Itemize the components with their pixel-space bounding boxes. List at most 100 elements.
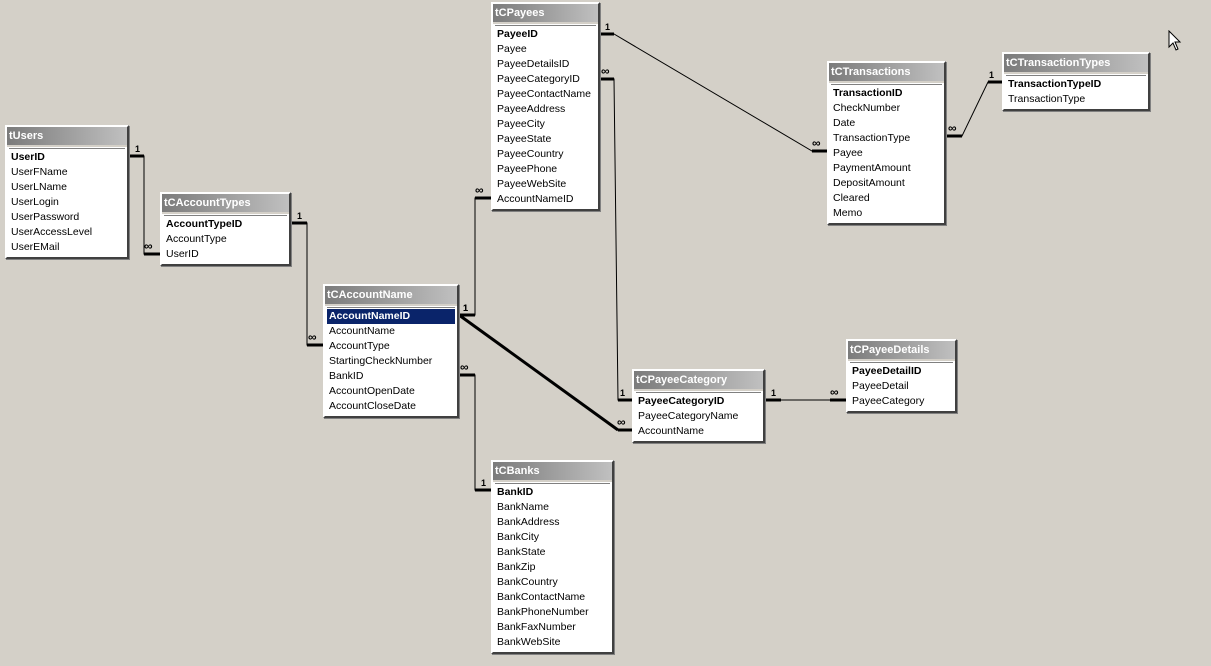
field-item[interactable]: AccountName <box>329 325 395 337</box>
table-title[interactable]: tCTransactionTypes <box>1004 54 1148 74</box>
field-item[interactable]: BankID <box>329 370 364 382</box>
table-title[interactable]: tUsers <box>7 127 127 147</box>
field-item[interactable]: PayeeContactName <box>497 88 591 100</box>
field-list[interactable]: TransactionTypeID TransactionType <box>1006 75 1146 107</box>
field-item[interactable]: PayeeDetailsID <box>497 58 570 70</box>
field-item[interactable]: Memo <box>833 207 863 219</box>
field-item[interactable]: Payee <box>497 43 527 55</box>
field-item[interactable]: Cleared <box>833 192 870 204</box>
field-item[interactable]: Date <box>833 117 856 129</box>
cardinality-one: 1 <box>463 303 468 313</box>
cardinality-one: 1 <box>135 144 140 154</box>
field-item[interactable]: BankState <box>497 546 546 558</box>
cardinality-many: ∞ <box>948 121 957 135</box>
field-item[interactable]: BankAddress <box>497 516 560 528</box>
field-item[interactable]: PayeePhone <box>497 163 558 175</box>
table-title[interactable]: tCAccountTypes <box>162 194 289 214</box>
field-item[interactable]: AccountCloseDate <box>329 400 416 412</box>
field-item[interactable]: UserPassword <box>11 211 80 223</box>
primary-key-field[interactable]: AccountTypeID <box>166 218 243 230</box>
field-item[interactable]: AccountName <box>638 425 704 437</box>
relationship-end <box>458 313 619 432</box>
primary-key-field[interactable]: BankID <box>497 486 534 498</box>
field-item[interactable]: BankContactName <box>497 591 586 603</box>
table-title[interactable]: tCPayeeDetails <box>848 341 955 361</box>
field-item[interactable]: BankPhoneNumber <box>497 606 589 618</box>
field-item[interactable]: UserEMail <box>11 241 60 253</box>
field-item[interactable]: UserFName <box>11 166 68 178</box>
field-item[interactable]: AccountType <box>166 233 227 245</box>
field-item[interactable]: StartingCheckNumber <box>329 355 433 367</box>
primary-key-field[interactable]: TransactionTypeID <box>1008 78 1102 90</box>
field-item[interactable]: BankWebSite <box>497 636 561 648</box>
field-item[interactable]: TransactionType <box>1008 93 1086 105</box>
field-item[interactable]: PayeeWebSite <box>497 178 567 190</box>
primary-key-field[interactable]: PayeeDetailID <box>852 365 922 377</box>
field-item[interactable]: AccountType <box>329 340 390 352</box>
table-title[interactable]: tCAccountName <box>325 286 457 306</box>
field-item[interactable]: AccountNameID <box>497 193 574 205</box>
field-item[interactable]: BankZip <box>497 561 536 573</box>
field-item[interactable]: PayeeCategoryID <box>497 73 580 85</box>
relationship-line <box>600 78 632 401</box>
field-item[interactable]: UserAccessLevel <box>11 226 93 238</box>
field-item[interactable]: BankCity <box>497 531 540 543</box>
cardinality-many: ∞ <box>308 330 317 344</box>
field-item[interactable]: PaymentAmount <box>833 162 911 174</box>
primary-key-field[interactable]: UserID <box>11 151 45 163</box>
relationship-line <box>458 314 632 431</box>
relationship-line <box>946 81 1002 137</box>
cardinality-one: 1 <box>463 303 468 313</box>
field-item[interactable]: PayeeCountry <box>497 148 564 160</box>
table-title[interactable]: tCPayees <box>493 4 598 24</box>
primary-key-field[interactable]: AccountNameID <box>327 309 455 324</box>
field-item[interactable]: PayeeState <box>497 133 552 145</box>
field-item[interactable]: Payee <box>833 147 863 159</box>
relationship-line <box>291 222 323 346</box>
cardinality-many: ∞ <box>144 239 153 253</box>
field-item[interactable]: UserID <box>166 248 199 260</box>
table-title[interactable]: tCBanks <box>493 462 612 482</box>
field-item[interactable]: BankName <box>497 501 549 513</box>
field-item[interactable]: PayeeDetail <box>852 380 909 392</box>
primary-key-field[interactable]: PayeeCategoryID <box>638 395 725 407</box>
field-item[interactable]: CheckNumber <box>833 102 901 114</box>
primary-key-field[interactable]: PayeeID <box>497 28 538 40</box>
cardinality-many: ∞ <box>617 415 626 429</box>
field-item[interactable]: UserLName <box>11 181 68 193</box>
table-title[interactable]: tCPayeeCategory <box>634 371 763 391</box>
relationship-line <box>129 155 160 255</box>
field-item[interactable]: PayeeCategoryName <box>638 410 739 422</box>
field-item[interactable]: PayeeAddress <box>497 103 566 115</box>
field-item[interactable]: BankCountry <box>497 576 558 588</box>
field-item[interactable]: DepositAmount <box>833 177 905 189</box>
table-title[interactable]: tCTransactions <box>829 63 944 83</box>
field-item[interactable]: PayeeCategory <box>852 395 925 407</box>
cardinality-many: ∞ <box>601 64 610 78</box>
field-item[interactable]: BankFaxNumber <box>497 621 576 633</box>
field-item[interactable]: AccountOpenDate <box>329 385 415 397</box>
field-item[interactable]: PayeeCity <box>497 118 545 130</box>
cardinality-many: ∞ <box>475 183 484 197</box>
primary-key-field[interactable]: TransactionID <box>833 87 903 99</box>
field-item[interactable]: TransactionType <box>833 132 911 144</box>
field-item[interactable]: UserLogin <box>11 196 59 208</box>
